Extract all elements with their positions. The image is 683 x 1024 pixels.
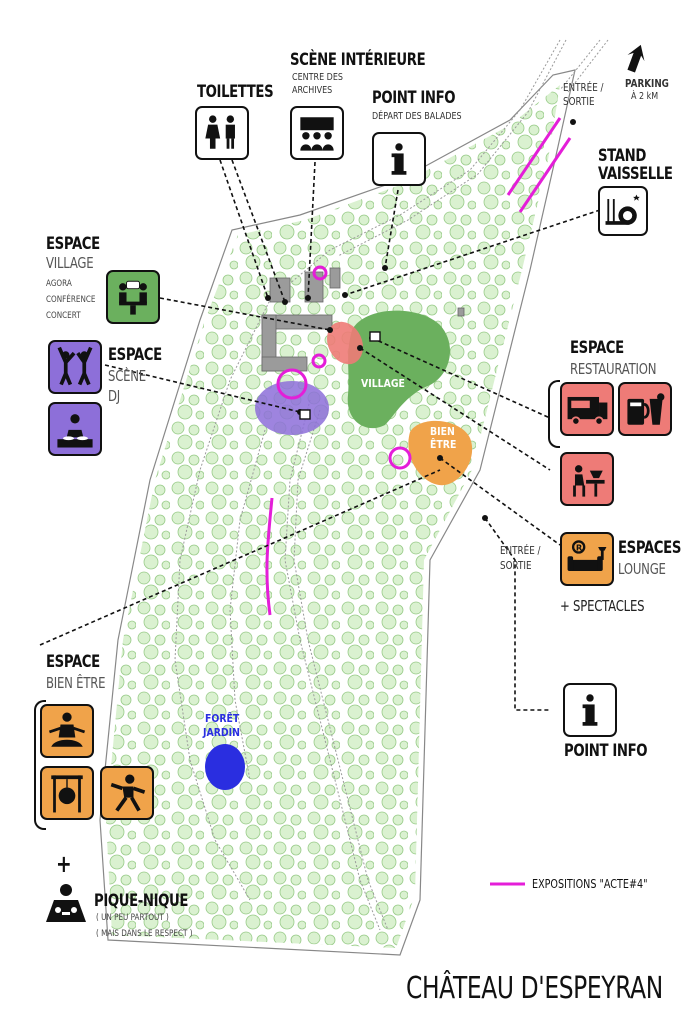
concert-label: CONCERT [46, 311, 81, 321]
spectacles-label: + SPECTACLES [560, 597, 645, 615]
scene-interieure-label: SCÈNE INTÉRIEURE [290, 50, 426, 70]
plus-sign: + [56, 850, 72, 878]
entree-sortie-top-line1: ENTRÉE / [563, 81, 604, 94]
entree-sortie-mid-line1: ENTRÉE / [500, 544, 541, 557]
point-info-bottom-label: POINT INFO [564, 741, 648, 761]
expositions-markers [265, 117, 572, 616]
conference-label: CONFÉRENCE [46, 295, 96, 305]
espace-scene-line2: SCÈNE [108, 367, 146, 385]
espace-resto-line2: RESTAURATION [570, 360, 657, 378]
dishes-icon [598, 186, 648, 236]
centre-archives-line1: CENTRE DES [292, 72, 343, 83]
bien-etre-area-line2: ÊTRE [430, 438, 457, 451]
espace-bien-etre-line2: BIEN ÊTRE [46, 674, 106, 692]
pique-nique-label: PIQUE-NIQUE [94, 891, 189, 911]
agora-label: AGORA [46, 279, 72, 289]
parking-distance: À 2 kM [631, 91, 659, 102]
gong-icon [40, 766, 94, 820]
entree-sortie-mid-line2: SORTIE [500, 559, 532, 572]
centre-archives-line2: ARCHIVES [292, 85, 333, 96]
picnic-icon [42, 882, 90, 926]
espaces-lounge-line1: ESPACES [618, 538, 681, 558]
parking-arrow-icon [627, 44, 645, 73]
foret-line2: JARDIN [203, 726, 240, 739]
stand-vaisselle-line1: STAND [598, 146, 646, 166]
espace-resto-line1: ESPACE [570, 338, 624, 358]
dancers-icon [48, 340, 102, 394]
food-truck-icon [560, 382, 614, 436]
leader-lines [39, 159, 601, 711]
bien-etre-bracket [34, 700, 46, 830]
chateau-buildings [261, 267, 465, 372]
bien-etre-zone [408, 420, 473, 486]
leader-dots [265, 119, 576, 521]
resto-bracket [548, 380, 560, 448]
info-icon [372, 132, 426, 186]
espace-village-line1: ESPACE [46, 234, 100, 254]
mais-respect-label: ( MAIS DANS LE RESPECT ) [96, 929, 193, 939]
agora-icon [106, 270, 160, 324]
entree-sortie-top-line2: SORTIE [563, 95, 595, 108]
legend-expositions-label: EXPOSITIONS "ACTE#4" [532, 877, 648, 891]
info-icon-bottom [563, 683, 617, 737]
un-peu-partout-label: ( UN PEU PARTOUT ) [96, 913, 169, 923]
page-title: CHÂTEAU D'ESPEYRAN [406, 971, 663, 1006]
lounge-icon: R [560, 532, 614, 586]
svg-text:R: R [576, 543, 583, 553]
espace-scene-line3: DJ [108, 387, 120, 405]
espace-bien-etre-line1: ESPACE [46, 652, 100, 672]
tree-cover [106, 85, 560, 948]
depart-balades-label: DÉPART DES BALADES [372, 111, 462, 122]
foret-line1: FORÊT [205, 712, 240, 725]
restauration-zone [327, 321, 363, 365]
drinks-icon [618, 382, 672, 436]
point-info-top-label: POINT INFO [372, 88, 456, 108]
tai-chi-icon [100, 766, 154, 820]
meditation-icon [40, 704, 94, 758]
dining-icon [560, 452, 614, 506]
bien-etre-area-line1: BIEN [430, 425, 455, 438]
espaces-lounge-line2: LOUNGE [618, 560, 666, 578]
audience-icon [290, 106, 344, 160]
dj-icon [48, 402, 102, 456]
walking-paths [174, 39, 609, 931]
scene-zone [255, 381, 329, 435]
toilettes-label: TOILETTES [197, 82, 274, 102]
stand-vaisselle-line2: VAISSELLE [598, 164, 673, 184]
parking-label: PARKING [625, 77, 669, 90]
espace-village-line2: VILLAGE [46, 254, 94, 272]
espace-scene-line1: ESPACE [108, 345, 162, 365]
toilets-icon [195, 106, 249, 160]
village-area-label: VILLAGE [361, 377, 405, 390]
foret-jardin-zone [205, 744, 245, 790]
